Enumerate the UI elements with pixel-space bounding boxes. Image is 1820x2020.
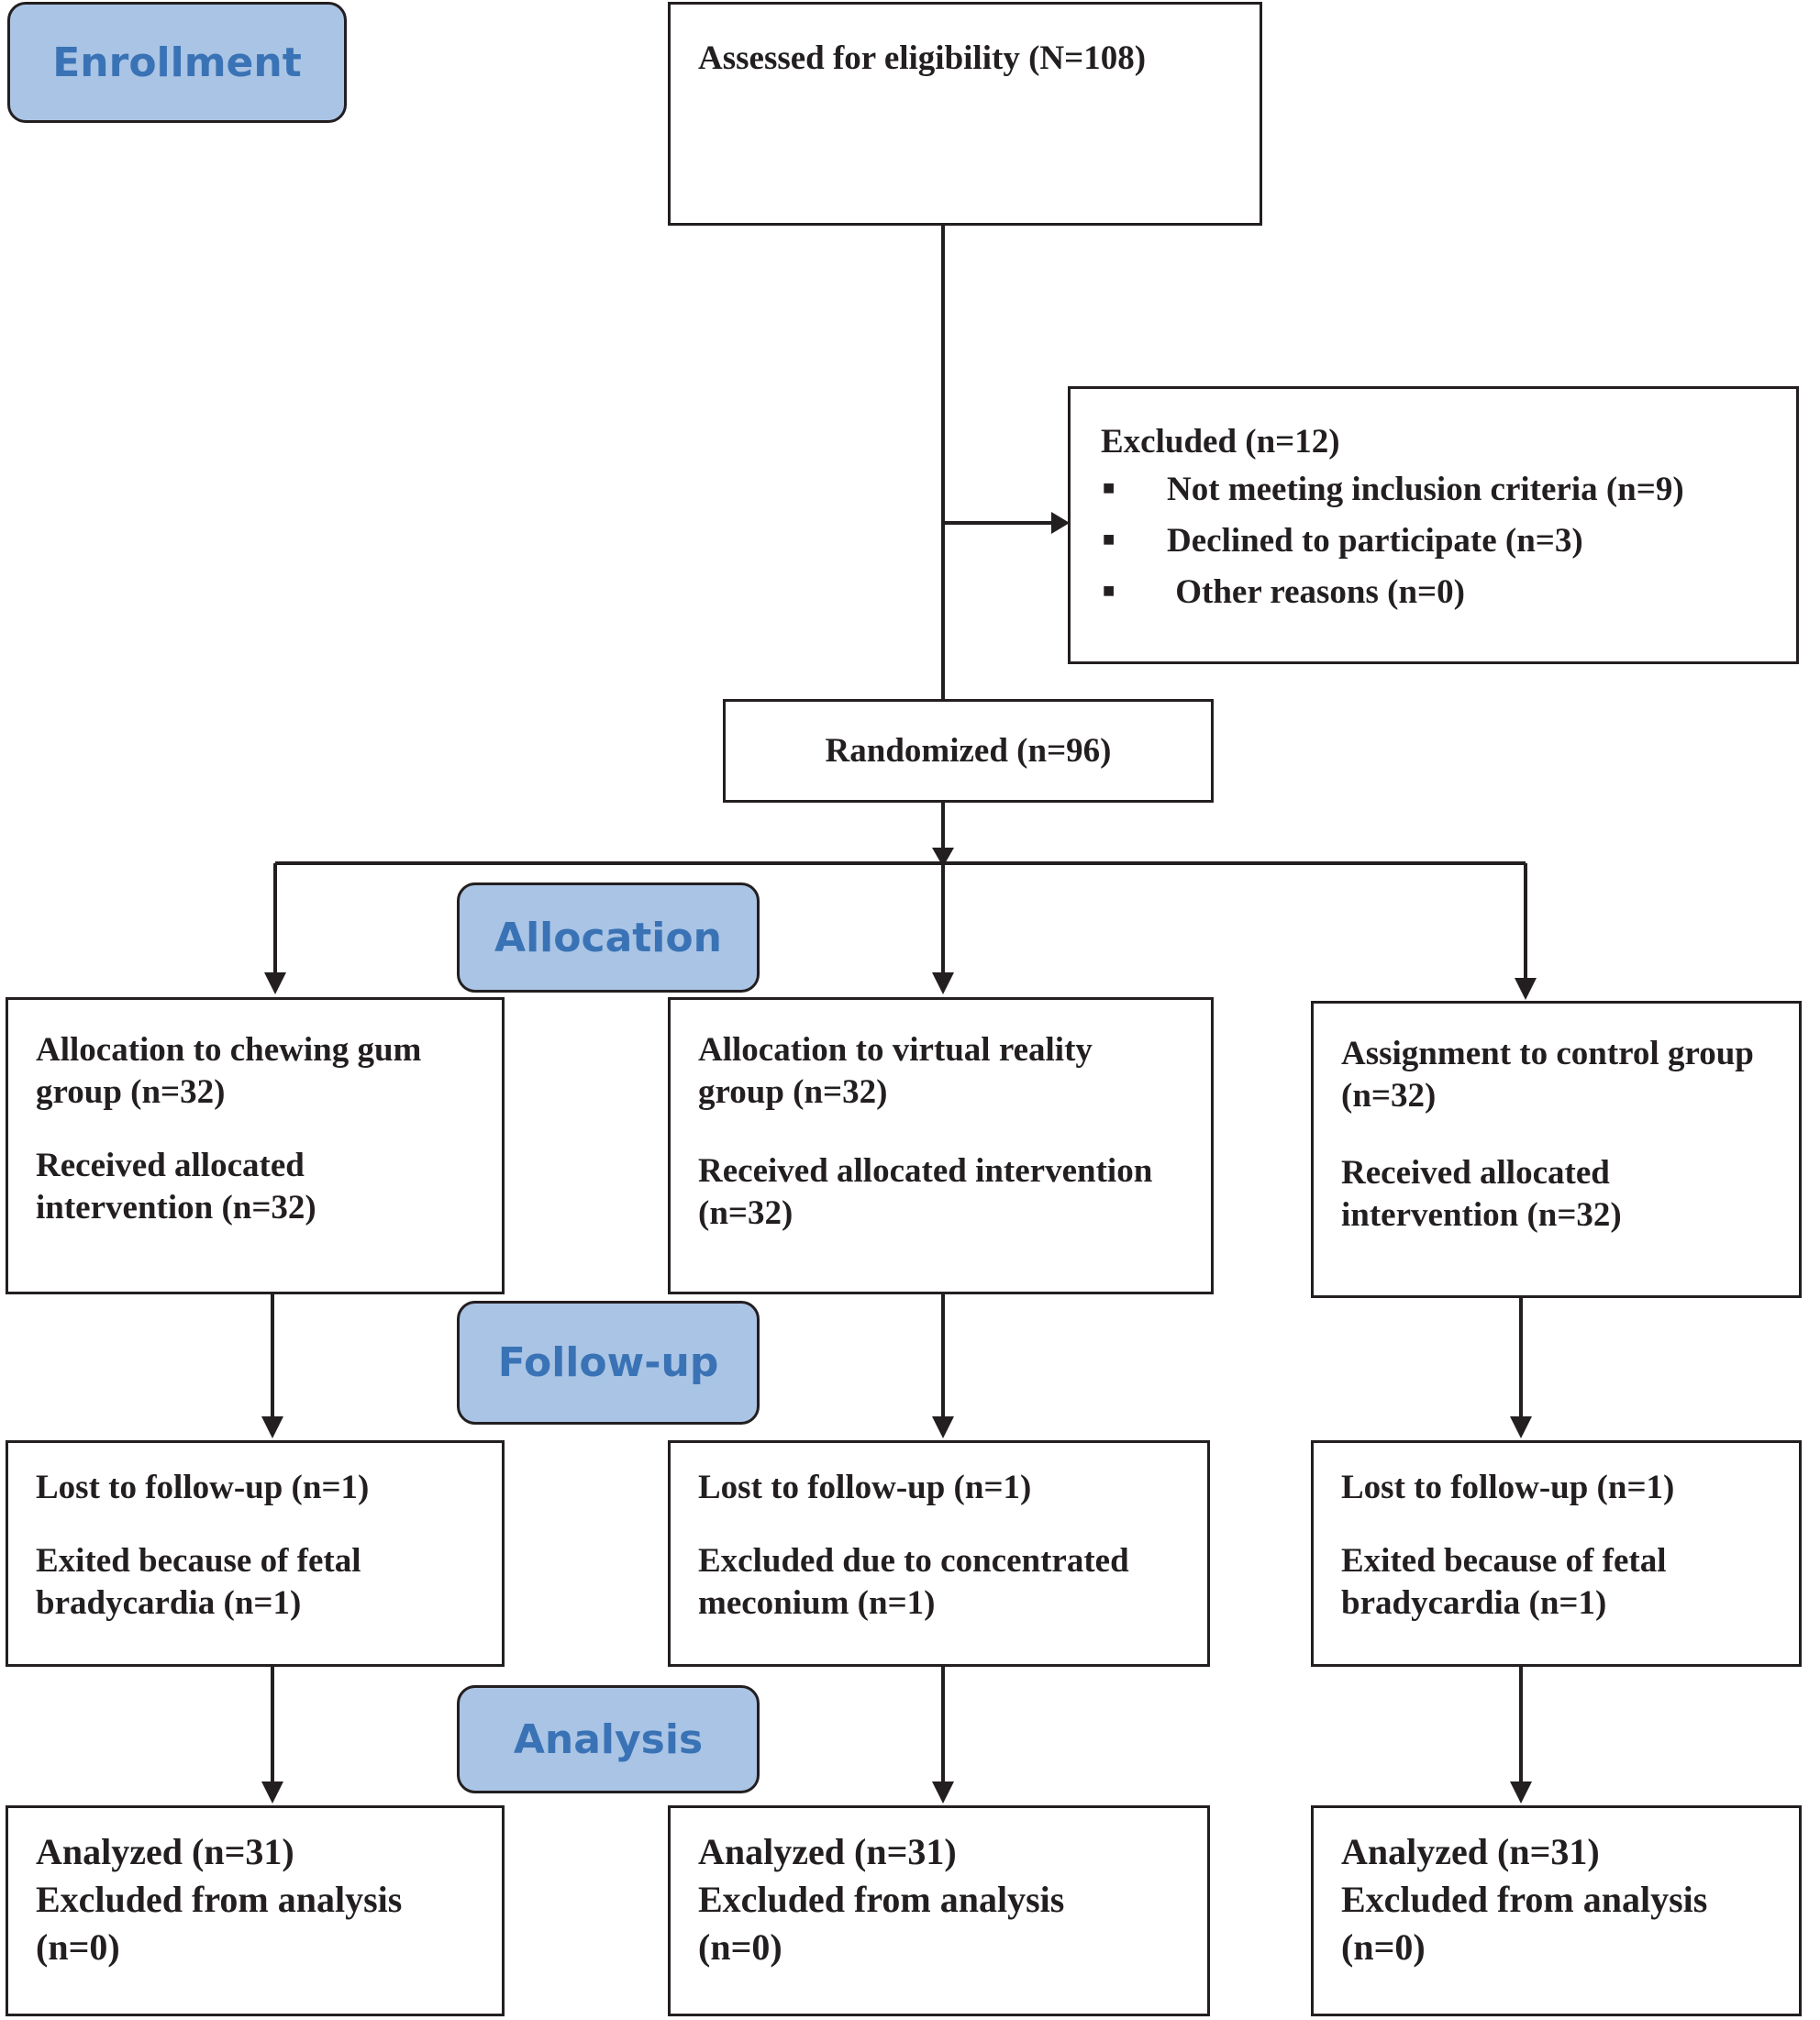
analysis-box-control: Analyzed (n=31) Excluded from analysis (… xyxy=(1311,1805,1802,2016)
follow-up-box-virtual-reality: Lost to follow-up (n=1) Excluded due to … xyxy=(668,1440,1210,1667)
follow-up-exclusion-text: Excluded due to concentrated meconium (n… xyxy=(698,1542,1129,1622)
follow-up-exclusion-text: Exited because of fetal bradycardia (n=1… xyxy=(1341,1542,1667,1622)
stage-label-follow-up: Follow-up xyxy=(457,1301,760,1425)
stage-label-enrollment: Enrollment xyxy=(7,2,347,123)
allocation-text: Assignment to control group (n=32) xyxy=(1341,1035,1754,1115)
bullet-icon: ■ xyxy=(1103,579,1115,602)
excluded-from-analysis-text: Excluded from analysis (n=0) xyxy=(36,1879,403,1968)
assessed-text: Assessed for eligibility (N=108) xyxy=(698,39,1147,77)
allocation-box-virtual-reality: Allocation to virtual reality group (n=3… xyxy=(668,997,1214,1294)
received-intervention-text: Received allocated intervention (n=32) xyxy=(1341,1154,1622,1234)
excluded-reason-text: Declined to participate (n=3) xyxy=(1167,522,1583,560)
excluded-reason-text: Not meeting inclusion criteria (n=9) xyxy=(1167,471,1684,508)
excluded-title: Excluded (n=12) xyxy=(1101,423,1340,461)
excluded-from-analysis-text: Excluded from analysis (n=0) xyxy=(1341,1879,1708,1968)
randomized-box: Randomized (n=96) xyxy=(723,699,1214,803)
stage-label-text: Allocation xyxy=(494,914,722,961)
received-intervention-text: Received allocated intervention (n=32) xyxy=(36,1147,316,1226)
analyzed-text: Analyzed (n=31) xyxy=(698,1831,957,1872)
randomized-text: Randomized (n=96) xyxy=(825,731,1112,770)
allocation-box-control: Assignment to control group (n=32) Recei… xyxy=(1311,1001,1802,1298)
follow-up-box-control: Lost to follow-up (n=1) Exited because o… xyxy=(1311,1440,1802,1667)
lost-to-follow-up-text: Lost to follow-up (n=1) xyxy=(36,1469,370,1506)
lost-to-follow-up-text: Lost to follow-up (n=1) xyxy=(1341,1469,1675,1506)
allocation-text: Allocation to virtual reality group (n=3… xyxy=(698,1031,1093,1111)
bullet-icon: ■ xyxy=(1103,476,1115,499)
excluded-reason: ■ Other reasons (n=0) xyxy=(1101,569,1769,620)
stage-label-text: Enrollment xyxy=(52,39,302,86)
stage-label-allocation: Allocation xyxy=(457,882,760,993)
allocation-box-chewing-gum: Allocation to chewing gum group (n=32) R… xyxy=(6,997,505,1294)
bullet-icon: ■ xyxy=(1103,527,1115,550)
received-intervention-text: Received allocated intervention (n=32) xyxy=(698,1152,1153,1232)
follow-up-box-chewing-gum: Lost to follow-up (n=1) Exited because o… xyxy=(6,1440,505,1667)
assessed-box: Assessed for eligibility (N=108) xyxy=(668,2,1262,226)
analyzed-text: Analyzed (n=31) xyxy=(1341,1831,1600,1872)
allocation-text: Allocation to chewing gum group (n=32) xyxy=(36,1031,422,1111)
excluded-box: Excluded (n=12) ■ Not meeting inclusion … xyxy=(1068,386,1799,664)
excluded-from-analysis-text: Excluded from analysis (n=0) xyxy=(698,1879,1065,1968)
stage-label-text: Follow-up xyxy=(497,1339,719,1386)
stage-label-analysis: Analysis xyxy=(457,1685,760,1793)
excluded-reason: ■ Not meeting inclusion criteria (n=9) xyxy=(1101,466,1769,517)
analyzed-text: Analyzed (n=31) xyxy=(36,1831,294,1872)
excluded-reason: ■ Declined to participate (n=3) xyxy=(1101,517,1769,569)
stage-label-text: Analysis xyxy=(513,1715,704,1763)
lost-to-follow-up-text: Lost to follow-up (n=1) xyxy=(698,1469,1032,1506)
follow-up-exclusion-text: Exited because of fetal bradycardia (n=1… xyxy=(36,1542,361,1622)
analysis-box-chewing-gum: Analyzed (n=31) Excluded from analysis (… xyxy=(6,1805,505,2016)
excluded-reason-text: Other reasons (n=0) xyxy=(1167,573,1465,611)
analysis-box-virtual-reality: Analyzed (n=31) Excluded from analysis (… xyxy=(668,1805,1210,2016)
